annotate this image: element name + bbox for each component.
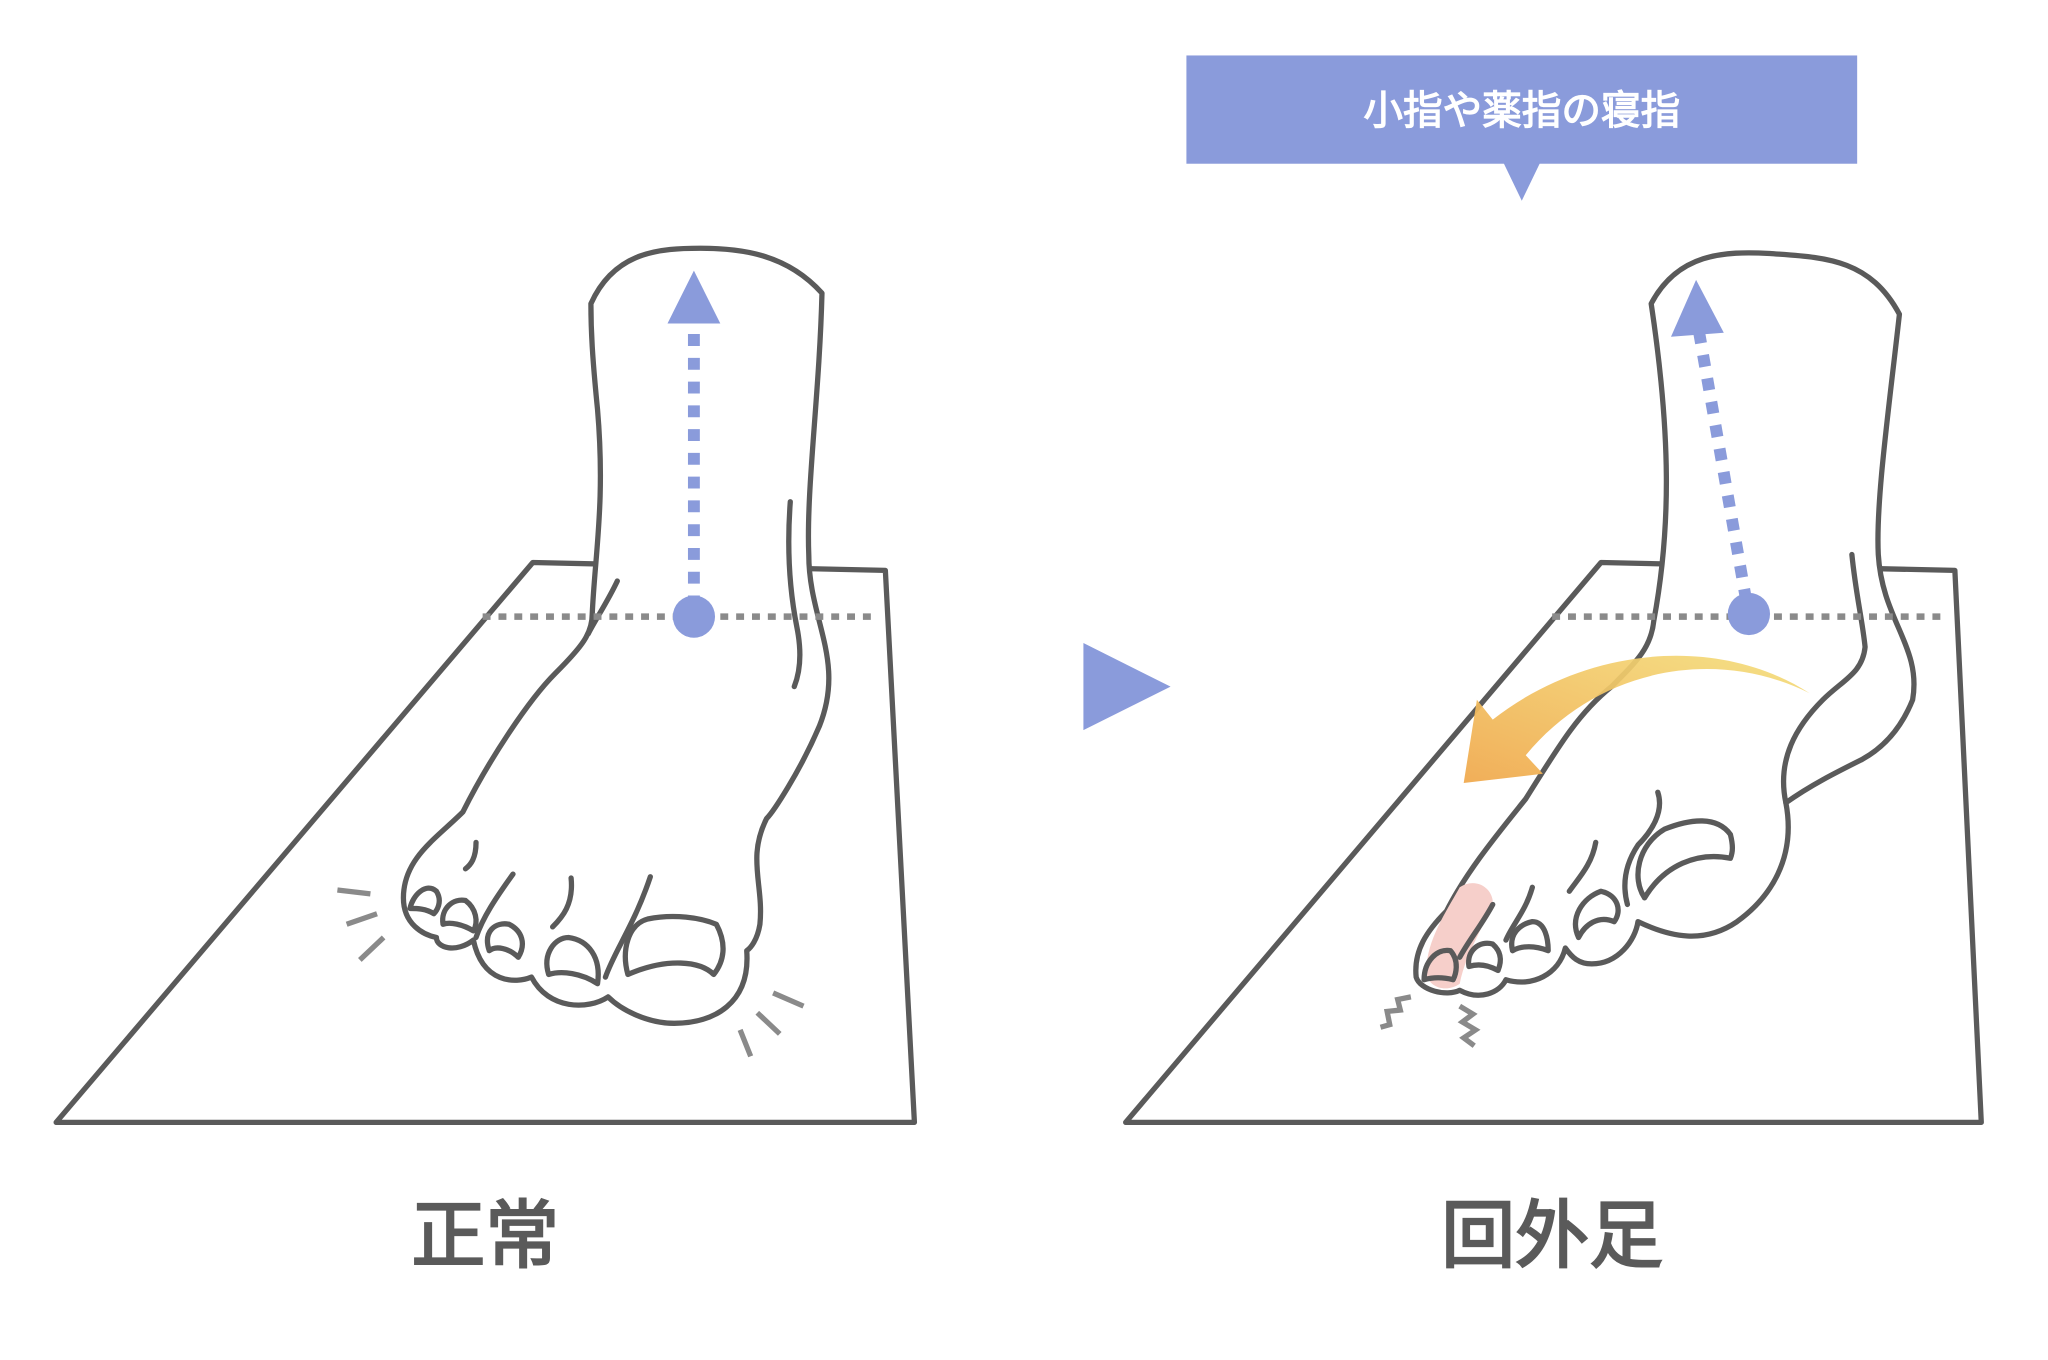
label-supinated-foot: 回外足 (1441, 1193, 1663, 1279)
arrow-head-up-icon (667, 270, 721, 324)
ankle-joint-dot (672, 595, 716, 638)
label-normal: 正常 (411, 1193, 559, 1279)
supinated-foot-illustration: 回外足 (1123, 250, 1984, 1279)
affected-toe-highlight (1426, 883, 1493, 989)
callout-banner: 小指や薬指の寝指 (1186, 55, 1858, 201)
ankle-joint-dot-right (1727, 592, 1771, 636)
leg-right (1413, 250, 1917, 998)
leg-left (400, 245, 832, 1026)
rotation-arrow (1463, 655, 1810, 783)
play-arrow-icon (1083, 643, 1171, 731)
normal-foot-illustration: 正常 (53, 245, 918, 1279)
tilted-arrow-head-icon (1670, 279, 1724, 337)
impact-marks-left (337, 887, 805, 1058)
banner-text: 小指や薬指の寝指 (1363, 88, 1680, 134)
pain-marks-right (1379, 994, 1481, 1048)
